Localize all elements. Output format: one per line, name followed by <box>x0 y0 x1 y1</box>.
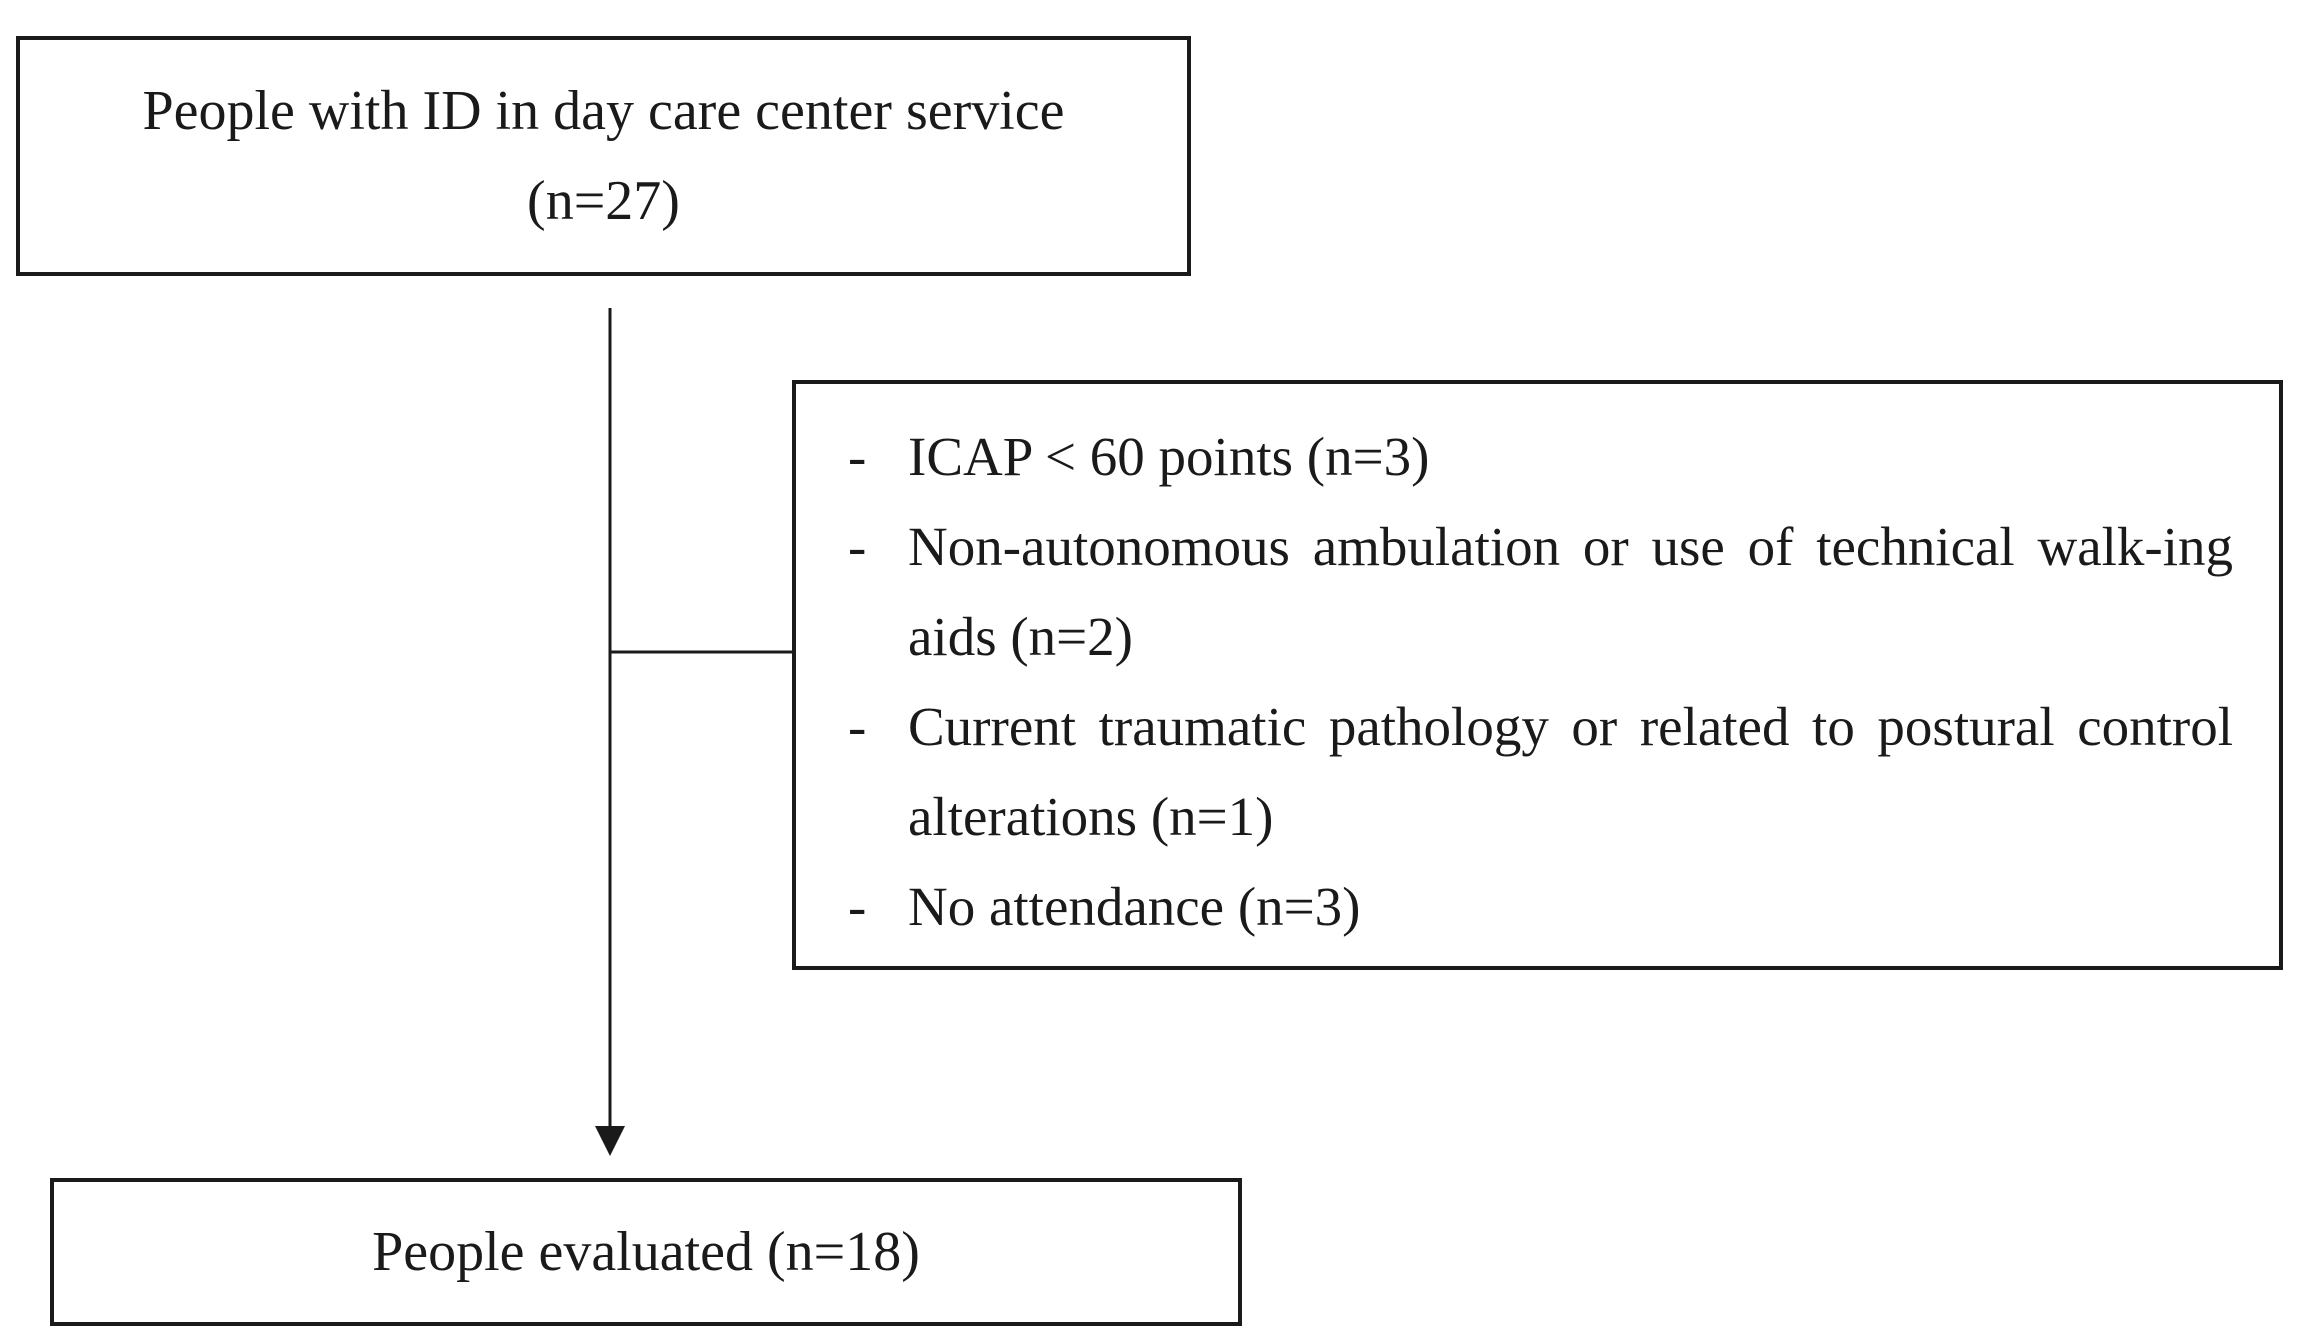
exclusion-item-text: ICAP < 60 points (n=3) <box>908 426 1430 487</box>
exclusion-item-text: Non-autonomous ambulation or use of tech… <box>908 516 2233 667</box>
exclusion-item-text: No attendance (n=3) <box>908 876 1361 937</box>
exclusion-item-text: Current traumatic pathology or related t… <box>908 696 2233 847</box>
exclusion-list: - ICAP < 60 points (n=3) - Non-autonomou… <box>848 412 2233 952</box>
list-dash: - <box>848 426 867 487</box>
exclusion-item: - ICAP < 60 points (n=3) <box>848 412 2233 502</box>
list-dash: - <box>848 516 867 577</box>
exclusion-box: - ICAP < 60 points (n=3) - Non-autonomou… <box>792 380 2283 970</box>
arrowhead-down-icon <box>595 1126 625 1156</box>
population-count: (n=27) <box>527 170 680 232</box>
exclusion-item: - No attendance (n=3) <box>848 862 2233 952</box>
exclusion-item: - Current traumatic pathology or related… <box>848 682 2233 862</box>
list-dash: - <box>848 696 867 757</box>
evaluated-label: People evaluated (n=18) <box>372 1221 920 1283</box>
evaluated-box: People evaluated (n=18) <box>50 1178 1242 1326</box>
population-box: People with ID in day care center servic… <box>16 36 1191 276</box>
list-dash: - <box>848 876 867 937</box>
exclusion-item: - Non-autonomous ambulation or use of te… <box>848 502 2233 682</box>
population-label: People with ID in day care center servic… <box>142 80 1065 142</box>
